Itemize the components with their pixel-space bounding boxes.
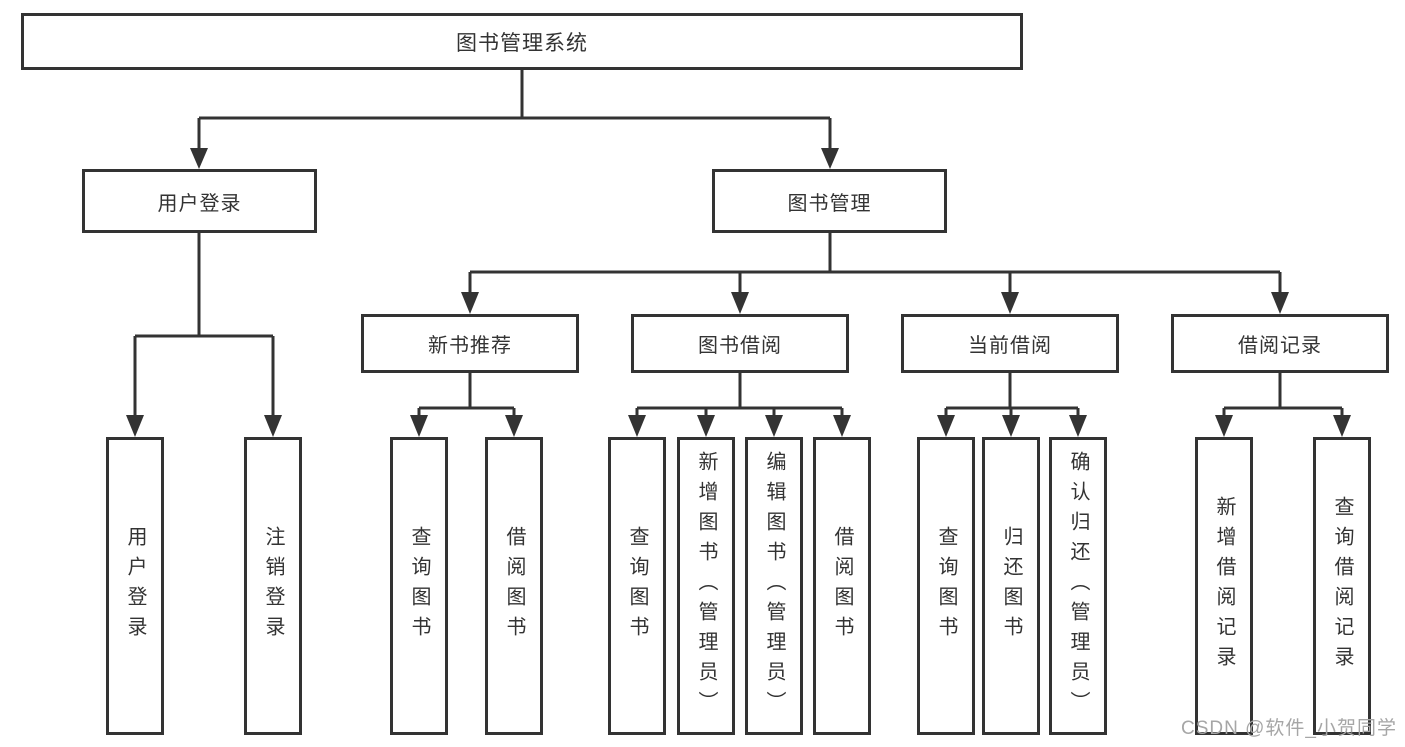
connector-root-to-level2 xyxy=(190,70,839,169)
node-book-management: 图书管理 xyxy=(712,169,947,233)
leaf-cb-confirm-return-admin-label: 确认归还（管理员） xyxy=(1067,451,1089,721)
node-root-label: 图书管理系统 xyxy=(456,31,588,55)
leaf-br-query-record: 查询借阅记录 xyxy=(1313,437,1371,735)
leaf-cb-confirm-return-admin: 确认归还（管理员） xyxy=(1049,437,1107,735)
leaf-br-query-record-label: 查询借阅记录 xyxy=(1331,496,1353,676)
leaf-bb-edit-book-admin-label: 编辑图书（管理员） xyxy=(763,451,785,721)
node-user-login-label: 用户登录 xyxy=(157,192,242,215)
connector-book-management-to-level3 xyxy=(461,233,1289,314)
leaf-cb-return-book: 归还图书 xyxy=(982,437,1040,735)
node-book-borrow-label: 图书借阅 xyxy=(698,335,782,357)
node-book-borrow: 图书借阅 xyxy=(631,314,849,373)
node-current-borrow: 当前借阅 xyxy=(901,314,1119,373)
connector-new-book-recommend-to-leaves xyxy=(410,373,523,437)
node-user-login: 用户登录 xyxy=(82,169,317,233)
connector-user-login-to-leaves xyxy=(126,233,282,437)
leaf-cb-query-book: 查询图书 xyxy=(917,437,975,735)
csdn-watermark: CSDN @软件_小贺同学 xyxy=(1181,718,1397,739)
connector-borrow-record-to-leaves xyxy=(1215,373,1351,437)
connector-current-borrow-to-leaves xyxy=(937,373,1087,437)
leaf-logout-login-label: 注销登录 xyxy=(262,526,284,646)
leaf-bb-add-book-admin: 新增图书（管理员） xyxy=(677,437,735,735)
leaf-bb-borrow-book-label: 借阅图书 xyxy=(831,526,853,646)
leaf-bb-add-book-admin-label: 新增图书（管理员） xyxy=(695,451,717,721)
leaf-user-login-label: 用户登录 xyxy=(124,526,146,646)
node-borrow-record: 借阅记录 xyxy=(1171,314,1389,373)
node-new-book-recommend-label: 新书推荐 xyxy=(428,335,512,357)
node-new-book-recommend: 新书推荐 xyxy=(361,314,579,373)
node-borrow-record-label: 借阅记录 xyxy=(1238,335,1322,357)
leaf-bb-query-book-label: 查询图书 xyxy=(626,526,648,646)
leaf-bb-borrow-book: 借阅图书 xyxy=(813,437,871,735)
leaf-nbr-query-book-label: 查询图书 xyxy=(408,526,430,646)
leaf-br-add-record: 新增借阅记录 xyxy=(1195,437,1253,735)
leaf-bb-edit-book-admin: 编辑图书（管理员） xyxy=(745,437,803,735)
leaf-user-login: 用户登录 xyxy=(106,437,164,735)
leaf-nbr-borrow-book: 借阅图书 xyxy=(485,437,543,735)
connector-book-borrow-to-leaves xyxy=(628,373,851,437)
leaf-nbr-query-book: 查询图书 xyxy=(390,437,448,735)
node-book-management-label: 图书管理 xyxy=(787,192,872,215)
leaf-logout-login: 注销登录 xyxy=(244,437,302,735)
leaf-nbr-borrow-book-label: 借阅图书 xyxy=(503,526,525,646)
leaf-cb-query-book-label: 查询图书 xyxy=(935,526,957,646)
leaf-bb-query-book: 查询图书 xyxy=(608,437,666,735)
leaf-br-add-record-label: 新增借阅记录 xyxy=(1213,496,1235,676)
leaf-cb-return-book-label: 归还图书 xyxy=(1000,526,1022,646)
node-current-borrow-label: 当前借阅 xyxy=(968,335,1052,357)
node-root: 图书管理系统 xyxy=(21,13,1023,70)
